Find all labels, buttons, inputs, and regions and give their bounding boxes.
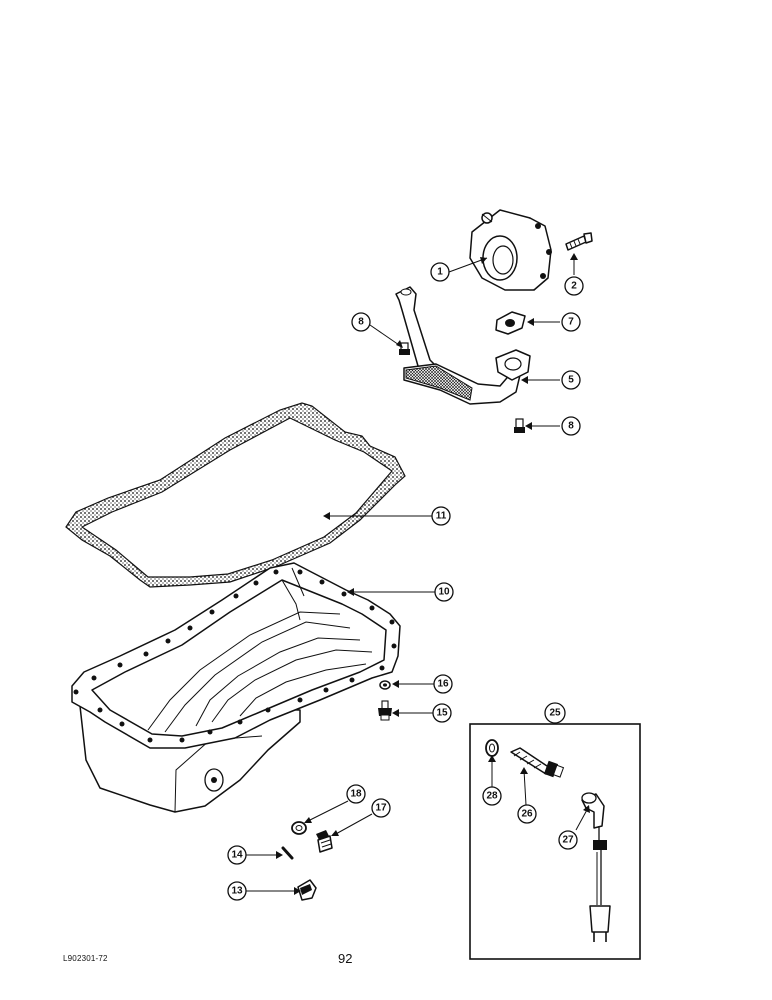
drain-plug-washer — [291, 821, 307, 835]
pump-bolt — [565, 232, 593, 251]
callout-1-oil-pump: 1 — [430, 262, 450, 282]
callout-circle — [346, 784, 366, 804]
callout-27-heater-cord: 27 — [558, 830, 578, 850]
callout-25: 25 — [544, 702, 566, 724]
callout-16-washer: 16 — [433, 674, 453, 694]
callout-label: 2 — [571, 281, 577, 292]
heater-kit-box — [469, 723, 641, 960]
callout-circle — [517, 804, 537, 824]
callout-25-label: 25 — [549, 708, 561, 719]
heater-cord — [581, 792, 611, 942]
callout-label: 17 — [375, 803, 387, 814]
callout-label: 7 — [568, 317, 574, 328]
callout-label: 13 — [231, 886, 243, 897]
drain-plug — [316, 830, 333, 853]
callout-26-heater-element: 26 — [517, 804, 537, 824]
tube-bolt-lower — [514, 418, 525, 433]
callout-label: 8 — [568, 421, 574, 432]
washer — [379, 680, 391, 690]
callout-10-oil-pan: 10 — [434, 582, 454, 602]
callout-15-fitting: 15 — [432, 703, 452, 723]
oil-pickup-tube — [395, 286, 531, 405]
callout-circle — [561, 370, 581, 390]
callout-13-sensor: 13 — [227, 881, 247, 901]
leader-lines — [246, 253, 590, 895]
callout-label: 28 — [486, 791, 498, 802]
heater-washer — [485, 739, 499, 757]
callout-label: 15 — [436, 708, 448, 719]
callout-8-bracket-bolt-upper: 8 — [351, 312, 371, 332]
pickup-gasket — [495, 311, 526, 335]
callout-label: 8 — [358, 317, 364, 328]
callout-11-oil-pan-gasket: 11 — [431, 506, 451, 526]
heater-element — [510, 747, 565, 778]
callout-2-pump-bolt: 2 — [564, 276, 584, 296]
pin — [281, 846, 294, 860]
callout-circle — [561, 416, 581, 436]
callout-circle — [558, 830, 578, 850]
callout-circle — [564, 276, 584, 296]
callout-label: 11 — [436, 511, 447, 522]
callout-label: 27 — [562, 835, 574, 846]
callout-17-drain-plug: 17 — [371, 798, 391, 818]
oil-pan-gasket — [65, 402, 406, 588]
callout-label: 14 — [231, 850, 243, 861]
footer-code: L902301-72 — [63, 954, 108, 963]
oil-pan — [71, 562, 401, 813]
callout-label: 1 — [437, 267, 443, 278]
callout-circle — [227, 881, 247, 901]
callout-label: 18 — [350, 789, 362, 800]
callout-circle — [433, 674, 453, 694]
callout-circle — [351, 312, 371, 332]
oil-pump — [469, 209, 552, 291]
callout-circle — [431, 506, 451, 526]
callout-18-drain-plug-washer: 18 — [346, 784, 366, 804]
callout-label: 5 — [568, 375, 574, 386]
sensor — [297, 879, 317, 901]
callout-28-heater-washer: 28 — [482, 786, 502, 806]
callout-7-pickup-gasket: 7 — [561, 312, 581, 332]
callout-circle — [371, 798, 391, 818]
page-number: 92 — [338, 951, 353, 966]
callout-label: 26 — [521, 809, 533, 820]
callout-label: 10 — [438, 587, 450, 598]
callout-circle — [434, 582, 454, 602]
callout-5-oil-pickup-tube: 5 — [561, 370, 581, 390]
callout-14-pin: 14 — [227, 845, 247, 865]
callout-circle — [430, 262, 450, 282]
callout-circle — [561, 312, 581, 332]
callout-8-tube-bolt-lower: 8 — [561, 416, 581, 436]
callout-label: 16 — [437, 679, 449, 690]
callout-circle — [482, 786, 502, 806]
callout-circle — [432, 703, 452, 723]
callout-circle — [227, 845, 247, 865]
fitting — [378, 700, 392, 721]
